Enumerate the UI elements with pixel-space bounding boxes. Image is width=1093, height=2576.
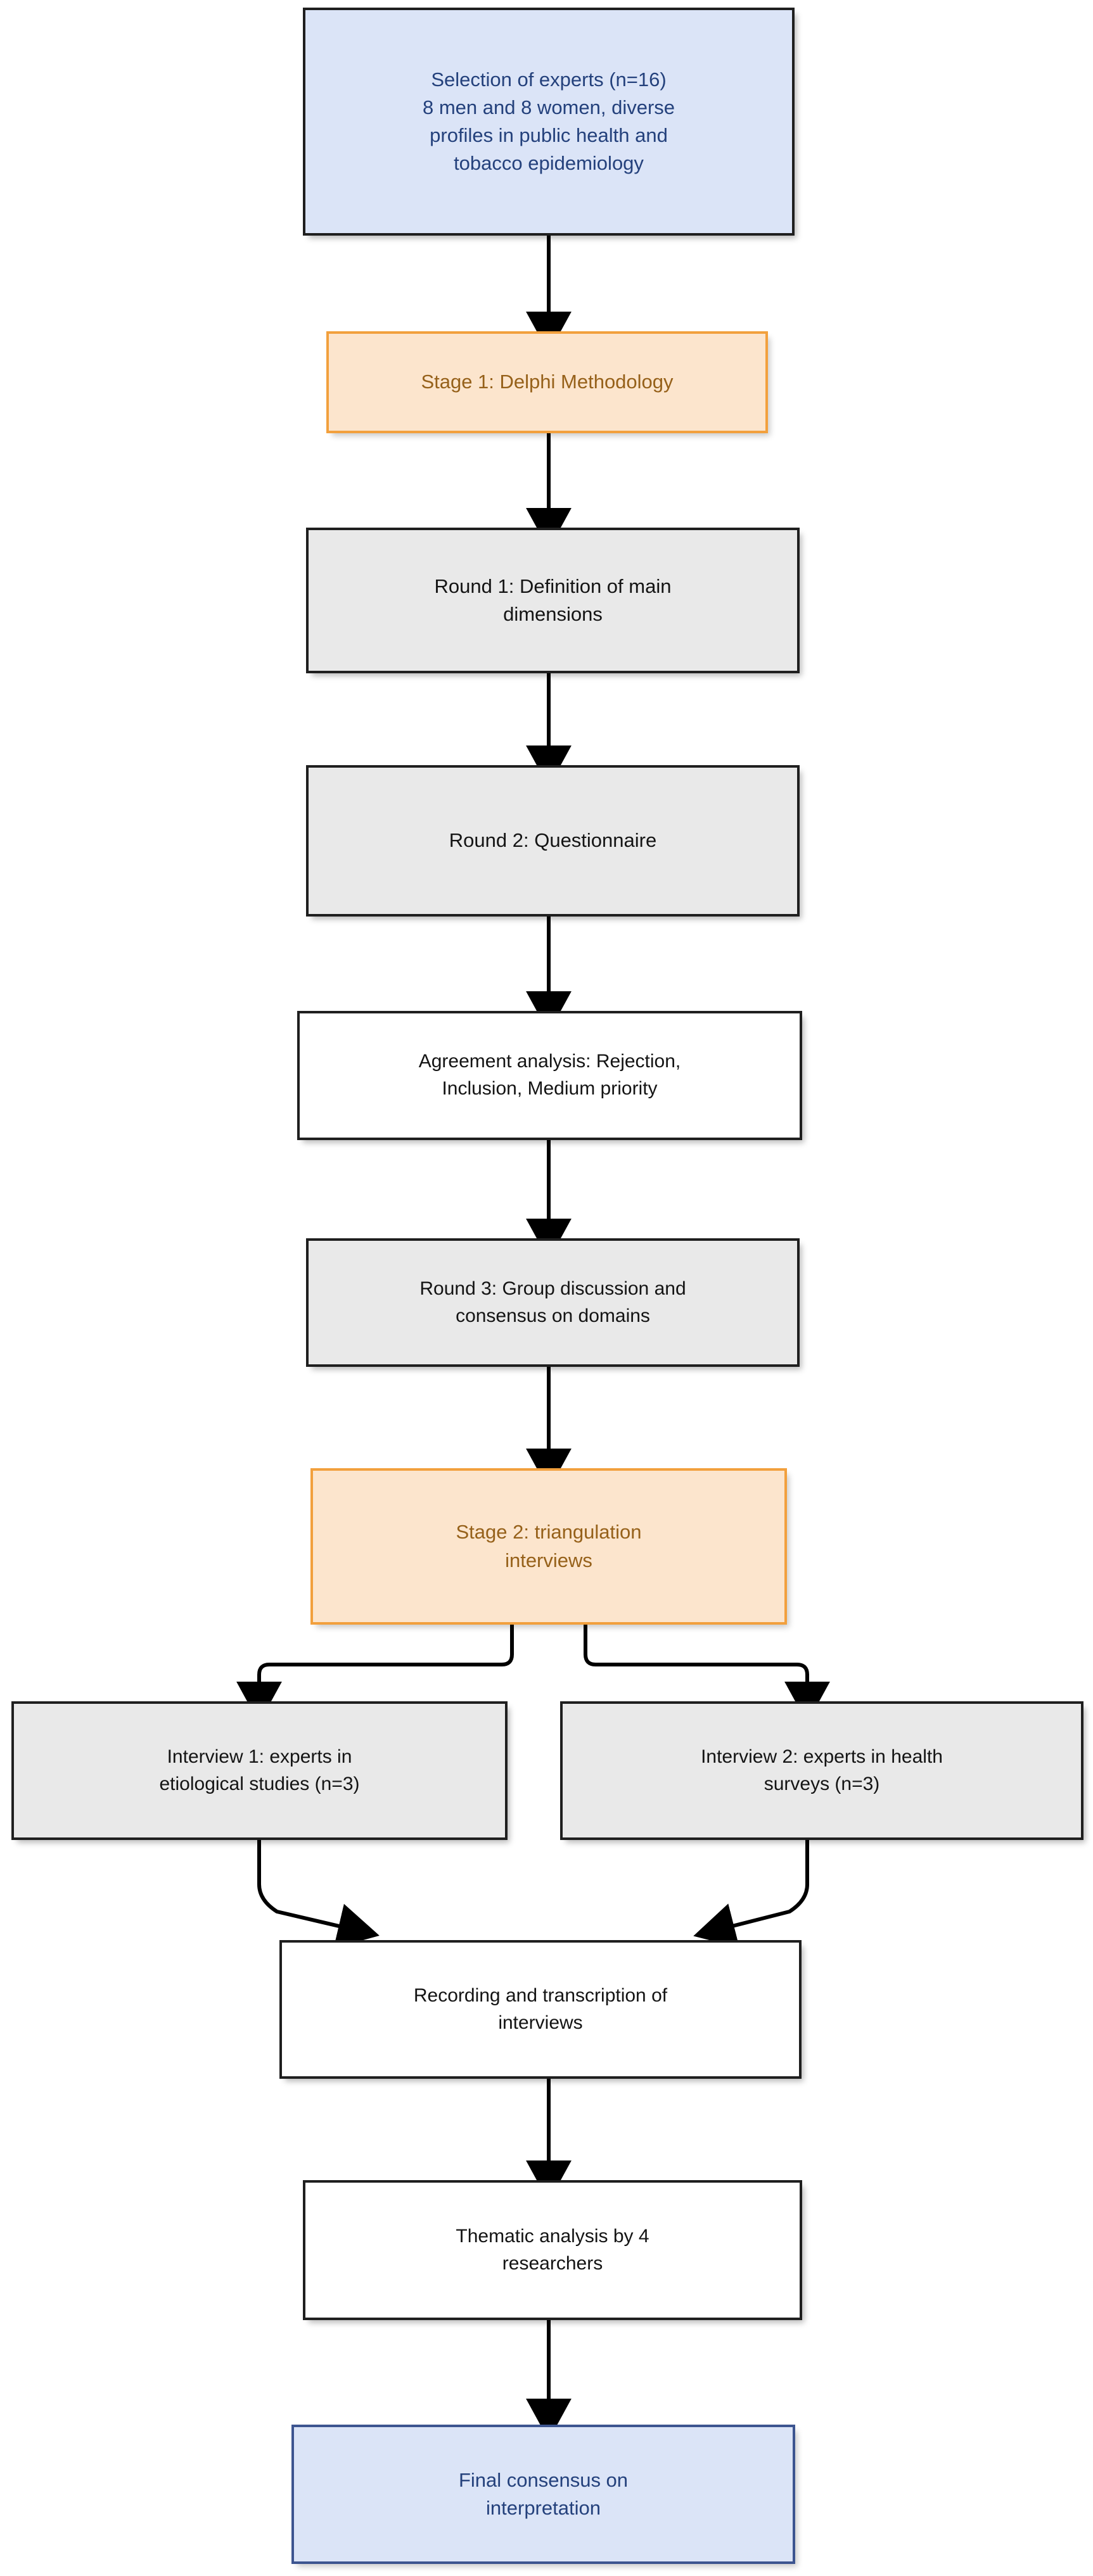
- node-label: Interview 2: experts in health surveys (…: [701, 1746, 943, 1794]
- node-label: Final consensus on interpretation: [458, 2468, 629, 2519]
- node-selection-of-experts[interactable]: Selection of experts (n=16) 8 men and 8 …: [303, 8, 795, 236]
- node-stage-2-triangulation-interviews[interactable]: Stage 2: triangulation interviews: [310, 1468, 787, 1625]
- node-interview-1-etiological-studies[interactable]: Interview 1: experts in etiological stud…: [11, 1701, 508, 1840]
- node-agreement-analysis[interactable]: Agreement analysis: Rejection, Inclusion…: [297, 1011, 802, 1140]
- edge-stage2-to-interview2: [584, 1625, 830, 1723]
- node-stage-1-delphi-methodology[interactable]: Stage 1: Delphi Methodology: [326, 331, 768, 433]
- node-label: Round 3: Group discussion and consensus …: [419, 1278, 686, 1326]
- node-label: Round 1: Definition of main dimensions: [434, 574, 672, 625]
- edge-stage2-to-interview1: [236, 1625, 514, 1723]
- node-label: Stage 1: Delphi Methodology: [421, 371, 674, 393]
- edge-interview1-to-recording: [257, 1840, 380, 1948]
- node-label: Agreement analysis: Rejection, Inclusion…: [418, 1051, 681, 1099]
- node-label: Stage 2: triangulation interviews: [456, 1521, 642, 1571]
- node-thematic-analysis[interactable]: Thematic analysis by 4 researchers: [303, 2180, 802, 2320]
- node-label: Round 2: Questionnaire: [449, 829, 657, 852]
- node-round-1-definition-of-main-dimensions[interactable]: Round 1: Definition of main dimensions: [306, 528, 800, 673]
- node-round-2-questionnaire[interactable]: Round 2: Questionnaire: [306, 765, 800, 917]
- node-label: Thematic analysis by 4 researchers: [456, 2225, 649, 2274]
- edge-interview2-to-recording: [693, 1840, 809, 1948]
- node-recording-and-transcription[interactable]: Recording and transcription of interview…: [279, 1940, 802, 2079]
- node-interview-2-health-surveys[interactable]: Interview 2: experts in health surveys (…: [560, 1701, 1083, 1840]
- node-label: Interview 1: experts in etiological stud…: [159, 1746, 360, 1794]
- node-label: Recording and transcription of interview…: [413, 1984, 668, 2033]
- node-final-consensus-on-interpretation[interactable]: Final consensus on interpretation: [291, 2425, 795, 2564]
- node-label: Selection of experts (n=16) 8 men and 8 …: [422, 68, 675, 175]
- node-round-3-group-discussion[interactable]: Round 3: Group discussion and consensus …: [306, 1238, 800, 1367]
